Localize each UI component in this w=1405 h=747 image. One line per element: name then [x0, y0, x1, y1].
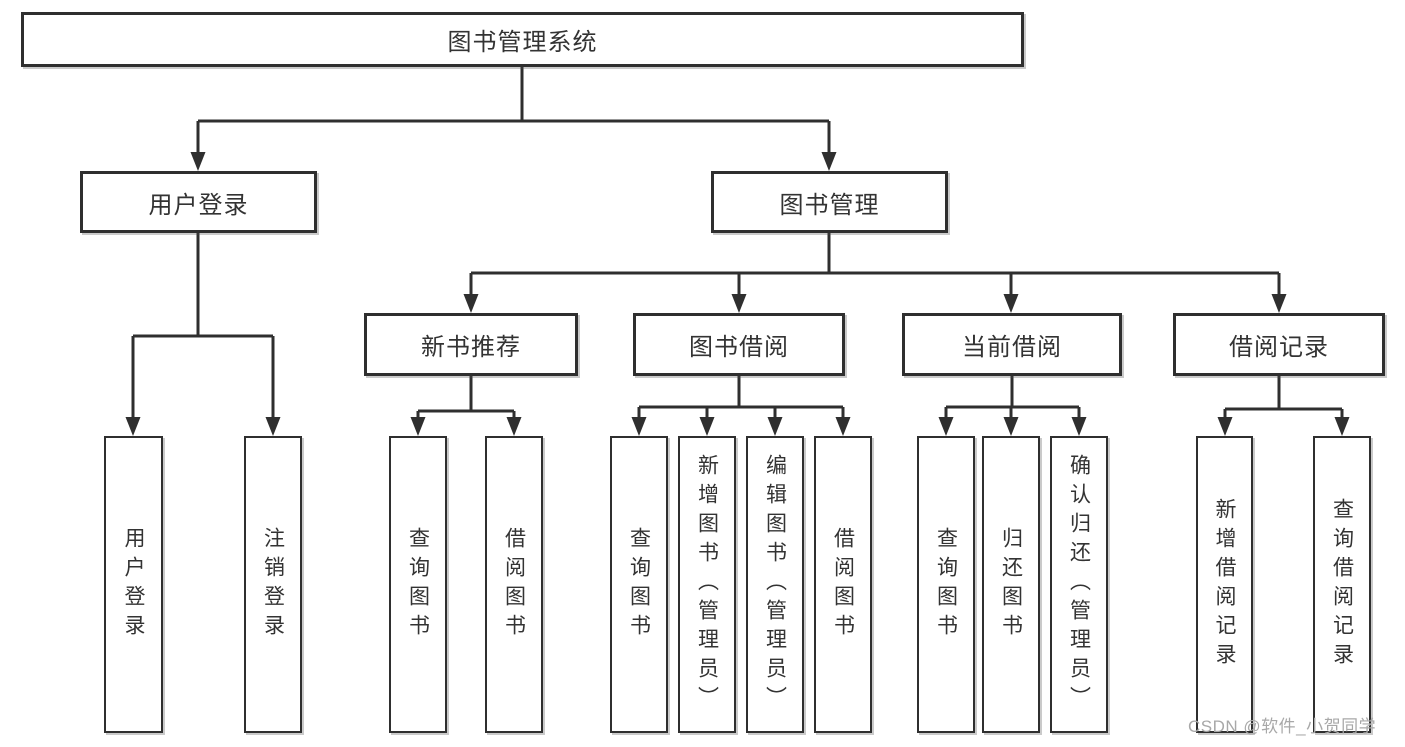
csdn-watermark: CSDN @软件_小贺同学 — [1188, 717, 1377, 736]
leaf-borrow-edit-book-admin: 编辑图书（管理员） — [746, 436, 804, 733]
leaf-recommend-query-book: 查询图书 — [389, 436, 447, 733]
leaf-borrow-borrow-book: 借阅图书 — [814, 436, 872, 733]
node-book-borrowing: 图书借阅 — [633, 313, 845, 376]
node-user-login: 用户登录 — [80, 171, 317, 233]
connector-paths — [131, 67, 1344, 421]
leaf-current-query-book: 查询图书 — [917, 436, 975, 733]
node-current-borrowing: 当前借阅 — [902, 313, 1122, 376]
leaf-user-login: 用户登录 — [104, 436, 163, 733]
node-new-book-recommendation: 新书推荐 — [364, 313, 578, 376]
leaf-borrow-query-book: 查询图书 — [610, 436, 668, 733]
leaf-current-confirm-return-admin: 确认归还（管理员） — [1050, 436, 1108, 733]
node-borrowing-records: 借阅记录 — [1173, 313, 1385, 376]
node-root: 图书管理系统 — [21, 12, 1024, 67]
arrowheads — [125, 152, 1350, 436]
leaf-current-return-book: 归还图书 — [982, 436, 1040, 733]
leaf-borrow-add-book-admin: 新增图书（管理员） — [678, 436, 736, 733]
leaf-recommend-borrow-book: 借阅图书 — [485, 436, 543, 733]
node-book-management: 图书管理 — [711, 171, 948, 233]
leaf-records-add-record: 新增借阅记录 — [1196, 436, 1253, 733]
leaf-records-query-record: 查询借阅记录 — [1313, 436, 1371, 733]
leaf-logout: 注销登录 — [244, 436, 302, 733]
